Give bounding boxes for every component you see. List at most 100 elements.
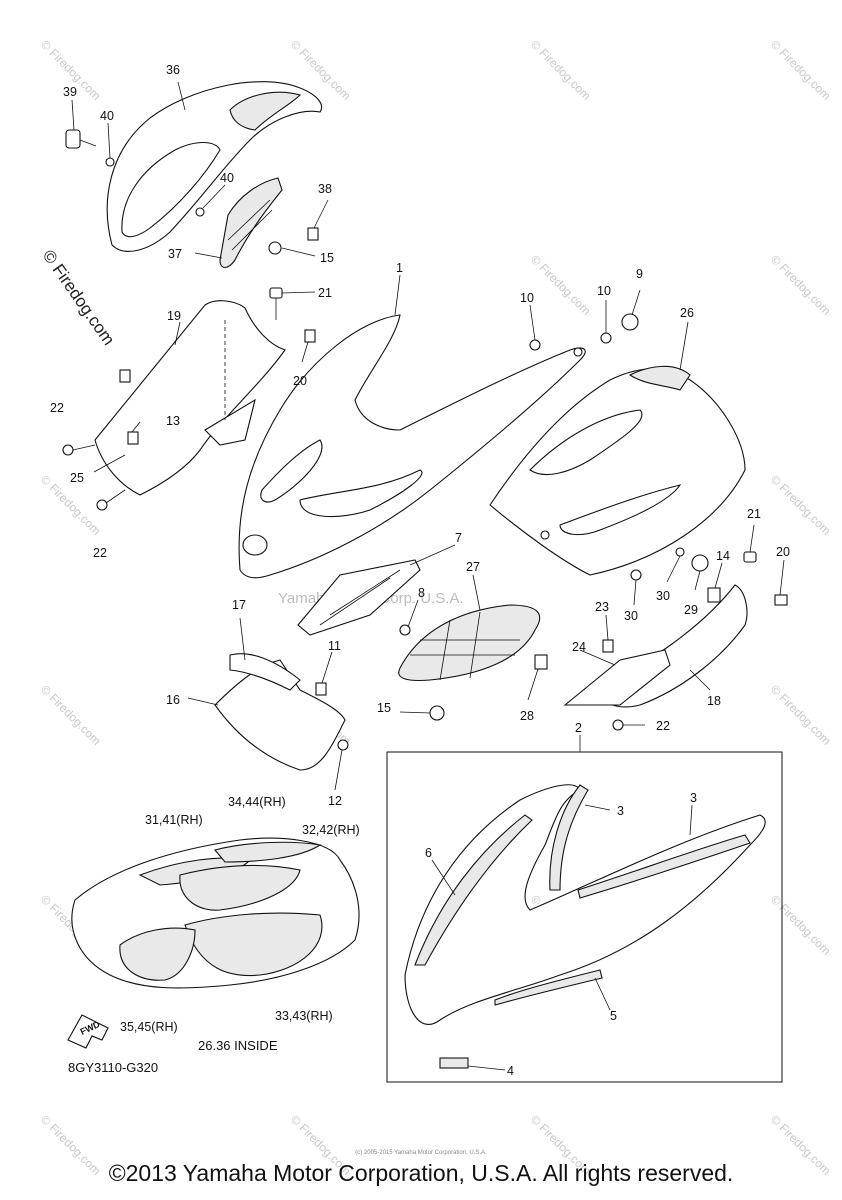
callout-15a: 15	[320, 251, 334, 265]
screw-39	[65, 129, 97, 149]
callout-7: 7	[455, 531, 462, 545]
copyright-notice: ©2013 Yamaha Motor Corporation, U.S.A. A…	[108, 1160, 734, 1186]
callout-23: 23	[595, 600, 609, 614]
callout-16: 16	[166, 693, 180, 707]
side-panel-19	[94, 300, 286, 496]
screw-12	[337, 739, 349, 751]
callout-30a: 30	[624, 609, 638, 623]
nut-9	[621, 313, 639, 331]
floor-mat-group	[71, 837, 360, 989]
screw-22b	[96, 489, 126, 511]
callout-22b: 22	[93, 546, 107, 560]
cover-16	[214, 653, 346, 771]
leader-lines	[71, 81, 785, 1071]
callout-31-41: 31,41(RH)	[145, 813, 203, 827]
nut-15b	[429, 705, 445, 721]
callout-30b: 30	[656, 589, 670, 603]
watermark: © Firedog.com	[528, 252, 594, 318]
callout-5: 5	[610, 1009, 617, 1023]
callout-20a: 20	[293, 374, 307, 388]
washer-40a	[105, 157, 115, 167]
washer-30b	[630, 569, 642, 581]
clip-20a	[304, 329, 316, 343]
screw-21b	[743, 551, 757, 563]
washer-40b	[195, 207, 205, 217]
callout-22a: 22	[50, 401, 64, 415]
watermark: © Firedog.com	[768, 252, 834, 318]
callout-3b: 3	[690, 791, 697, 805]
body-cover-1	[238, 314, 586, 579]
callout-28: 28	[520, 709, 534, 723]
callout-35-45: 35,45(RH)	[120, 1020, 178, 1034]
washer-30a	[675, 547, 685, 557]
callout-17: 17	[232, 598, 246, 612]
screw-21a	[269, 287, 283, 320]
washer-10a	[529, 339, 541, 351]
clip-11	[315, 682, 327, 696]
callout-10b: 10	[597, 284, 611, 298]
side-watermark: © Firedog.com	[39, 246, 119, 348]
callout-1: 1	[396, 261, 403, 275]
micro-credit: (c) 2005-2015 Yamaha Motor Corporation, …	[355, 1150, 487, 1156]
callout-27: 27	[466, 560, 480, 574]
grill-27	[398, 604, 541, 682]
callout-18: 18	[707, 694, 721, 708]
callout-10a: 10	[520, 291, 534, 305]
watermark: © Firedog.com	[768, 37, 834, 103]
callout-29: 29	[684, 603, 698, 617]
callout-40a: 40	[100, 109, 114, 123]
fwd-arrow: FWD	[67, 1014, 109, 1049]
callout-24: 24	[572, 640, 586, 654]
watermark: © Firedog.com	[528, 37, 594, 103]
screw-22a	[62, 444, 96, 456]
callout-14: 14	[716, 549, 730, 563]
callout-6: 6	[425, 846, 432, 860]
grommet-26	[540, 530, 550, 540]
screw-22c	[612, 719, 624, 731]
washer-10b	[600, 332, 612, 344]
callout-21b: 21	[747, 507, 761, 521]
vent-37	[219, 177, 283, 269]
clip-20b	[774, 594, 788, 606]
callout-12: 12	[328, 794, 342, 808]
nut-29	[691, 554, 709, 572]
watermark: © Firedog.com	[38, 682, 104, 748]
callout-26: 26	[680, 306, 694, 320]
callout-4: 4	[507, 1064, 514, 1078]
callout-34-44: 34,44(RH)	[228, 795, 286, 809]
callout-2: 2	[575, 721, 582, 735]
callout-37: 37	[168, 247, 182, 261]
callout-36: 36	[166, 63, 180, 77]
detail-box-2	[386, 751, 783, 1083]
watermark: © Firedog.com	[768, 682, 834, 748]
callout-38: 38	[318, 182, 332, 196]
callout-32-42: 32,42(RH)	[302, 823, 360, 837]
callout-22c: 22	[656, 719, 670, 733]
inside-note: 26.36 INSIDE	[198, 1038, 278, 1053]
callout-39: 39	[63, 85, 77, 99]
callout-33-43: 33,43(RH)	[275, 1009, 333, 1023]
clip-23	[602, 639, 614, 653]
callout-21a: 21	[318, 286, 332, 300]
rear-cover-26	[489, 365, 746, 576]
diagram-code: 8GY3110-G320	[68, 1060, 158, 1075]
watermark: © Firedog.com	[768, 892, 834, 958]
callout-3a: 3	[617, 804, 624, 818]
callout-11: 11	[328, 639, 341, 653]
callout-13: 13	[166, 414, 180, 428]
callout-20b: 20	[776, 545, 790, 559]
callout-9: 9	[636, 267, 643, 281]
callout-40b: 40	[220, 171, 234, 185]
clip-28	[534, 654, 548, 670]
front-cover-36	[106, 81, 323, 252]
clip-20-left	[119, 369, 131, 383]
panel-24	[563, 649, 671, 706]
callout-8: 8	[418, 586, 425, 600]
callout-19: 19	[167, 309, 181, 323]
watermark: © Firedog.com	[768, 472, 834, 538]
nut-15a	[268, 241, 282, 255]
clip-38	[307, 227, 319, 241]
callout-labels: 1 2 3 3 4 5 6 7 8 9 10 10 11 12 13 14 15…	[50, 63, 790, 1078]
callout-15b: 15	[377, 701, 391, 715]
